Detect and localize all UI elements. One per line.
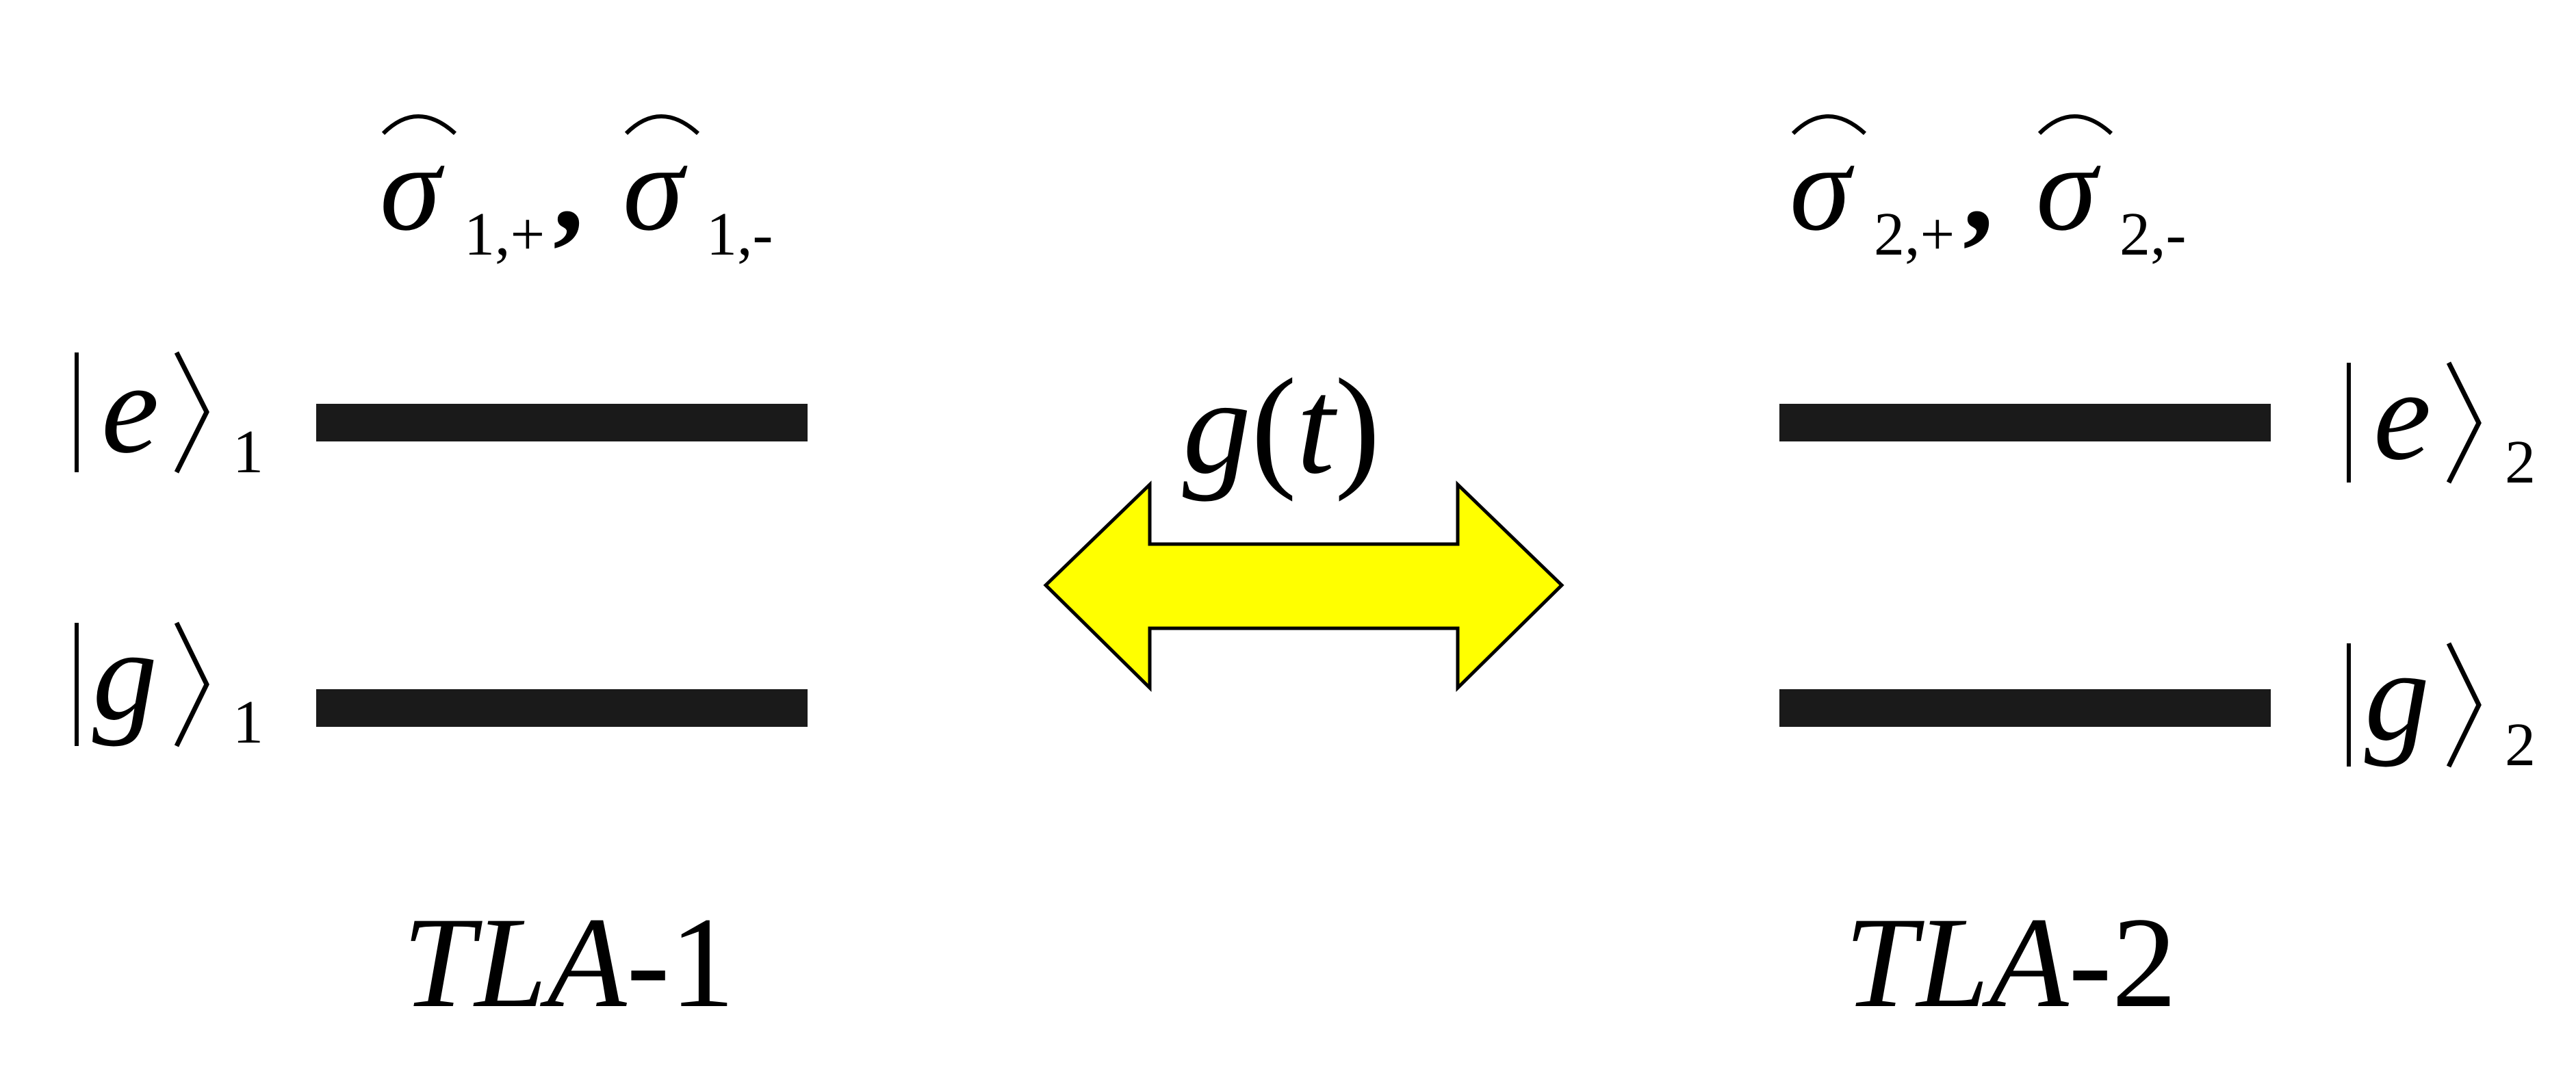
tla2-ground-ket: g 2 [2347, 624, 2536, 779]
tla2-label: TLA-2 [1844, 891, 2177, 1035]
tla2-sigma-plus: σ [1790, 120, 1855, 256]
tla1-excited-ket: e 1 [75, 337, 263, 486]
coupling-function: g [1183, 351, 1251, 502]
double-headed-arrow-icon [1043, 480, 1564, 692]
tla2-ground-sub: 2 [2505, 711, 2536, 779]
tla2-ground-ket-angle [2446, 642, 2482, 768]
tla2-excited-ket-angle [2446, 361, 2482, 484]
coupling-close-paren: ) [1335, 351, 1380, 502]
coupling-open-paren: ( [1251, 351, 1297, 502]
tla1-sigma-minus: σ [623, 120, 688, 256]
tla1-excited-level-line [316, 404, 808, 441]
tla2-operators: σ 2,+ , σ 2,- [1790, 114, 2186, 268]
tla2-sigma-plus-sub: 2,+ [1874, 201, 1955, 268]
tla1-ground-ket: g 1 [75, 604, 263, 756]
tla1-sigma-plus-hat-icon [381, 114, 457, 136]
tla1-label: TLA-1 [402, 891, 735, 1035]
tla1-sigma-plus-sub: 1,+ [464, 201, 545, 268]
tla1-sigma-plus: σ [380, 120, 445, 256]
coupling-group: g(t) [1043, 351, 1564, 692]
tla2-sigma-plus-hat-icon [1791, 114, 1867, 136]
tla2-excited-sub: 2 [2505, 428, 2536, 496]
tla2-operator-separator: , [1963, 120, 1994, 256]
coupling-variable: t [1297, 351, 1338, 502]
tla1-operators: σ 1,+ , σ 1,- [380, 114, 773, 268]
tla2-group: σ 2,+ , σ 2,- e 2 g 2 TLA-2 [1779, 114, 2536, 1035]
tla1-group: σ 1,+ , σ 1,- e 1 g 1 TLA-1 [75, 114, 808, 1035]
tla1-ground-level-line [316, 689, 808, 727]
tla1-label-italic: TLA [402, 891, 627, 1035]
tla1-excited-sub: 1 [233, 418, 263, 486]
tla1-sigma-minus-sub: 1,- [706, 201, 773, 268]
tla2-ground-state: g [2365, 624, 2430, 768]
tla1-label-number: -1 [626, 891, 734, 1035]
tla2-excited-level-line [1779, 404, 2271, 441]
tla1-ground-state: g [92, 604, 157, 747]
tla1-excited-state: e [101, 337, 159, 480]
tla2-sigma-minus: σ [2036, 120, 2101, 256]
tla1-operator-separator: , [553, 120, 584, 256]
coupling-label: g(t) [1183, 351, 1380, 502]
tla1-excited-ket-angle [174, 351, 209, 474]
tla2-excited-state: e [2373, 344, 2431, 487]
tla1-ground-sub: 1 [233, 689, 263, 756]
tla1-sigma-minus-hat-icon [624, 114, 700, 136]
tla2-label-italic: TLA [1844, 891, 2069, 1035]
tla2-sigma-minus-sub: 2,- [2120, 201, 2186, 268]
tla1-ground-ket-angle [174, 621, 209, 747]
tla2-sigma-minus-hat-icon [2037, 114, 2113, 136]
tla2-ground-level-line [1779, 689, 2271, 727]
tla2-excited-ket: e 2 [2347, 344, 2536, 496]
tla2-label-number: -2 [2068, 891, 2176, 1035]
